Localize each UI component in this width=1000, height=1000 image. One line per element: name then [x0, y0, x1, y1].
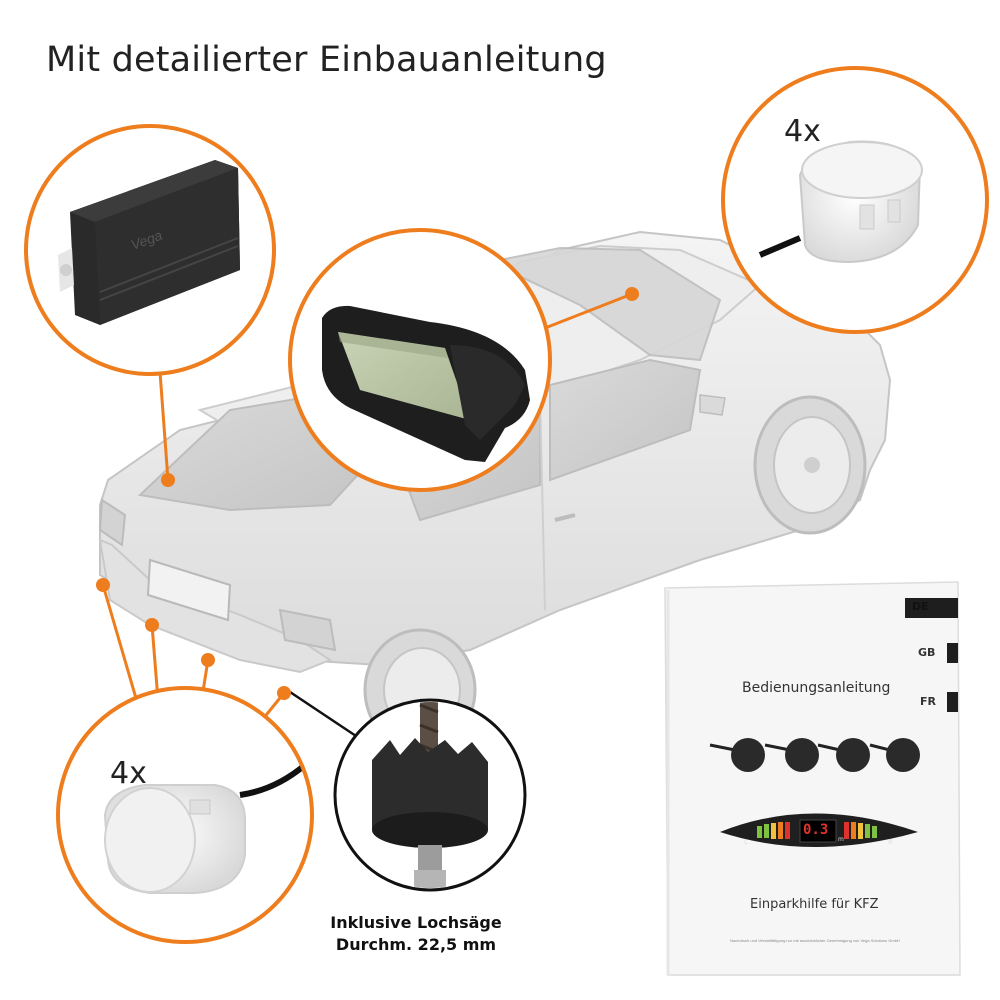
license-plate [146, 558, 232, 622]
hole-saw-icon [372, 702, 488, 888]
manual-booklet [664, 581, 961, 976]
parking-sensor-icon [758, 140, 923, 264]
manual-sensors [709, 738, 920, 772]
wheel-front [753, 395, 867, 535]
tail-light-right [278, 608, 337, 652]
side-window-front [549, 358, 702, 482]
manual-title: Bedienungsanleitung [742, 680, 891, 696]
hole-saw-caption-line2: Durchm. 22,5 mm [335, 935, 497, 954]
manual-display [720, 813, 918, 847]
front-sensor-count: 4x [784, 114, 821, 149]
lcd-display-icon [322, 305, 530, 462]
hole-saw-caption-line1: Inklusive Lochsäge [330, 913, 502, 932]
manual-display-reading: 0.3 [803, 822, 829, 838]
control-unit-icon: Vega [58, 160, 240, 325]
hole-saw-caption: Inklusive Lochsäge Durchm. 22,5 mm [316, 912, 516, 956]
manual-footer-text: Nachdruck und Vervielfältigung nur mit a… [730, 938, 900, 943]
headline: Mit detailierter Einbauanleitung [46, 40, 607, 80]
manual-subtitle: Einparkhilfe für KFZ [750, 897, 879, 912]
manual-lang-de: DE [912, 600, 929, 613]
callout-dots [96, 287, 639, 700]
manual-display-right: R [888, 838, 893, 846]
manual-lang-gb: GB [918, 646, 936, 659]
rear-sensor-count: 4x [110, 756, 147, 791]
tail-light-left [98, 498, 127, 547]
manual-display-left: L [744, 838, 748, 846]
manual-display-unit: m [838, 836, 844, 843]
manual-lang-fr: FR [920, 695, 936, 708]
parking-sensor-icon [103, 762, 307, 894]
